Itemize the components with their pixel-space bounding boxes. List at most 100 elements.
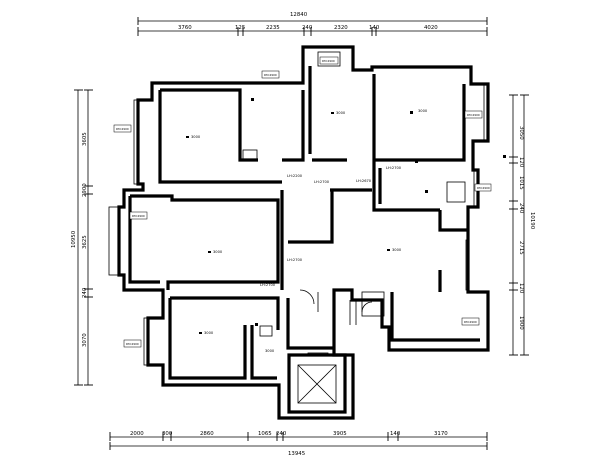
outer-wall xyxy=(117,45,490,420)
fixture xyxy=(259,325,273,337)
room-height-label: 3000 xyxy=(392,248,402,252)
window xyxy=(108,206,119,276)
bottom-dimension-chain: 2000 300 2860 1065 240 3905 140 3170 139… xyxy=(109,431,488,457)
right-total-label: 10190 xyxy=(529,212,535,230)
window xyxy=(465,239,470,291)
svg-text:DM:2900: DM:2900 xyxy=(464,320,477,324)
room-height-label: 3000 xyxy=(213,250,223,254)
level-height-label: LH:2200 xyxy=(287,174,303,178)
room-labels: 3000 3000 3000 3000 3000 3000 3000 xyxy=(186,109,428,353)
level-height-label: LH:2700 xyxy=(287,258,303,262)
top-segment-label: 140 xyxy=(369,25,380,31)
svg-text:DM:2900: DM:2900 xyxy=(264,73,277,77)
bottom-segment-label: 2000 xyxy=(130,431,144,437)
right-segment-label: 3050 xyxy=(518,126,524,140)
fixture xyxy=(242,149,258,161)
top-segment-label: 2320 xyxy=(334,25,348,31)
marker xyxy=(503,155,506,158)
spec-tag: DM:2900 xyxy=(474,183,492,192)
top-segment-label: 3760 xyxy=(178,25,192,31)
fine-details xyxy=(108,51,506,404)
svg-text:DM:2900: DM:2900 xyxy=(132,214,145,218)
elevator-cross xyxy=(297,364,337,404)
window xyxy=(483,83,489,142)
fixture xyxy=(446,181,466,203)
marker xyxy=(425,190,428,193)
right-segment-label: 120 xyxy=(518,283,524,294)
interior-wall xyxy=(160,88,258,162)
door-swing xyxy=(299,289,315,305)
interior-wall xyxy=(372,74,440,212)
bottom-segment-label: 140 xyxy=(390,431,401,437)
marker xyxy=(251,98,254,101)
bottom-segment-label: 300 xyxy=(162,431,173,437)
spec-tag: DM:2900 xyxy=(113,124,132,133)
right-segment-label: 1900 xyxy=(518,316,524,330)
left-dimension-chain: 10950 3605 2900 3625 240 3070 xyxy=(71,89,93,386)
elevator-shaft-wall xyxy=(287,353,347,414)
interior-wall xyxy=(168,298,247,380)
level-height-label: LH:2670 xyxy=(356,179,372,183)
room-height-marker xyxy=(199,332,202,334)
room-height-label: 3000 xyxy=(418,109,428,113)
room-height-label: 3000 xyxy=(191,135,201,139)
spec-tag: DM:2900 xyxy=(464,110,483,119)
top-dimension-chain: 12840 3760 125 2235 240 2320 140 4020 xyxy=(137,12,488,36)
elevator-box xyxy=(297,364,337,404)
interior-wall xyxy=(286,298,334,350)
interior-wall xyxy=(438,210,468,232)
svg-text:DM:2900: DM:2900 xyxy=(116,127,129,131)
top-segment-label: 2235 xyxy=(266,25,280,31)
top-total-label: 12840 xyxy=(290,12,308,18)
right-dimension-chain: 3050 120 1015 240 2715 120 1900 10190 xyxy=(509,94,535,356)
door-swing xyxy=(361,301,373,313)
level-labels: LH:2200 LH:2700 LH:2670 LH:2700 LH:2700 … xyxy=(260,166,402,287)
bottom-segment-label: 240 xyxy=(276,431,287,437)
spec-tags: DM:2900 DM:2900 DM:2900 DM:2900 DM:2900 … xyxy=(113,56,492,348)
interior-wall xyxy=(390,292,480,342)
interior-wall xyxy=(288,190,334,244)
left-segment-label: 240 xyxy=(82,287,88,298)
top-segment-label: 125 xyxy=(235,25,245,31)
room-height-marker xyxy=(387,249,390,251)
left-segment-label: 2900 xyxy=(82,183,88,197)
bottom-total-label: 13945 xyxy=(288,451,305,457)
room-height-label: 3000 xyxy=(265,349,275,353)
interior-wall xyxy=(128,196,160,284)
interior-wall xyxy=(170,296,280,330)
right-segment-label: 120 xyxy=(518,157,524,168)
interior-wall xyxy=(250,325,277,380)
spec-tag: DM:2900 xyxy=(461,317,480,326)
bottom-segment-label: 3905 xyxy=(333,431,347,437)
right-segment-label: 240 xyxy=(518,203,524,214)
right-segment-label: 2715 xyxy=(518,241,524,255)
room-height-marker xyxy=(186,136,189,138)
bottom-segment-label: 3170 xyxy=(434,431,448,437)
room-height-label: 3000 xyxy=(336,111,346,115)
window xyxy=(143,317,149,366)
spec-tag: DM:2900 xyxy=(123,339,142,348)
svg-text:DM:2900: DM:2900 xyxy=(467,113,480,117)
top-segment-label: 240 xyxy=(302,25,313,31)
interior-wall xyxy=(374,84,466,162)
svg-text:DM:2900: DM:2900 xyxy=(126,342,139,346)
interior-wall xyxy=(282,90,305,162)
svg-text:DM:2900: DM:2900 xyxy=(322,59,335,63)
marker xyxy=(255,323,258,326)
right-segment-label: 1015 xyxy=(518,176,524,190)
level-height-label: LH:2700 xyxy=(386,166,402,170)
interior-wall xyxy=(130,194,280,290)
level-height-label: LH:2700 xyxy=(314,180,330,184)
spec-tag: DM:2900 xyxy=(129,211,148,220)
left-segment-label: 3070 xyxy=(82,333,88,347)
marker xyxy=(410,111,413,114)
marker xyxy=(415,160,418,163)
top-segment-label: 4020 xyxy=(424,25,438,31)
walls xyxy=(117,45,490,420)
window xyxy=(317,51,341,67)
spec-tag: DM:2900 xyxy=(261,70,280,79)
svg-text:DM:2900: DM:2900 xyxy=(477,186,490,190)
window xyxy=(307,352,329,357)
left-segment-label: 3625 xyxy=(82,235,88,249)
